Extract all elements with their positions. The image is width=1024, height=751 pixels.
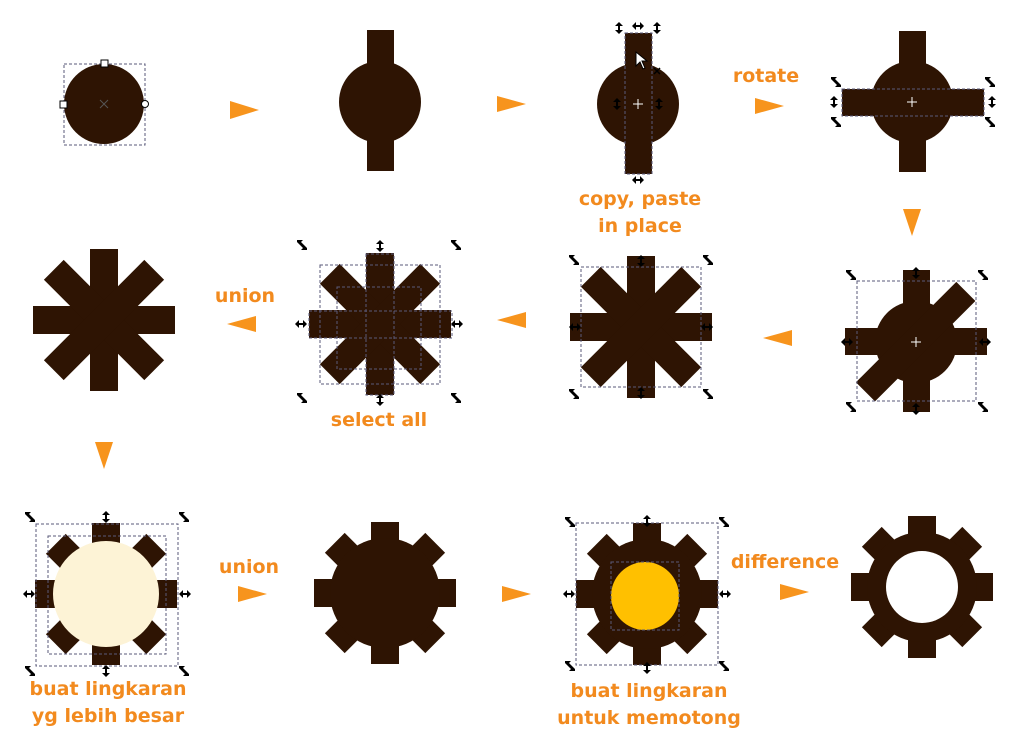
step2-circle-bar <box>339 30 421 171</box>
label-union-bottom: union <box>219 556 279 578</box>
arrow-right-2 <box>497 96 526 112</box>
label-copy-paste-2: in place <box>598 215 682 237</box>
step12-final-gear <box>822 487 1023 688</box>
label-select-all: select all <box>331 409 427 431</box>
label-difference: difference <box>731 551 839 573</box>
label-union-top: union <box>215 285 275 307</box>
step1-circle <box>59 59 149 146</box>
arrow-right-4 <box>238 586 267 602</box>
label-rotate: rotate <box>733 65 799 87</box>
arrow-left-2 <box>497 312 526 328</box>
step3-copy-paste <box>597 22 679 184</box>
label-bigger-circle-1: buat lingkaran <box>30 678 187 700</box>
step10-gear-blank <box>285 493 486 694</box>
label-copy-paste-1: copy, paste <box>579 188 701 210</box>
arrow-right-6 <box>780 584 809 600</box>
arrow-down-1 <box>903 209 921 236</box>
step5-diagonal-bar <box>841 267 991 415</box>
label-cut-circle-1: buat lingkaran <box>571 680 728 702</box>
arrow-down-2 <box>95 442 113 469</box>
label-cut-circle-2: untuk memotong <box>557 707 741 729</box>
step6-star <box>541 227 742 428</box>
label-bigger-circle-2: yg lebih besar <box>32 705 185 727</box>
arrow-left-1 <box>763 330 792 346</box>
arrow-left-3 <box>227 316 256 332</box>
arrow-right-3 <box>755 98 784 114</box>
step11-cut-circle <box>547 494 748 695</box>
step7-select-all <box>280 224 481 425</box>
arrow-right-1 <box>230 101 259 119</box>
arrow-right-5 <box>502 586 531 602</box>
step4-rotate <box>830 31 996 172</box>
step8-united-star <box>4 220 205 421</box>
step9-bigger-circle <box>6 494 207 695</box>
